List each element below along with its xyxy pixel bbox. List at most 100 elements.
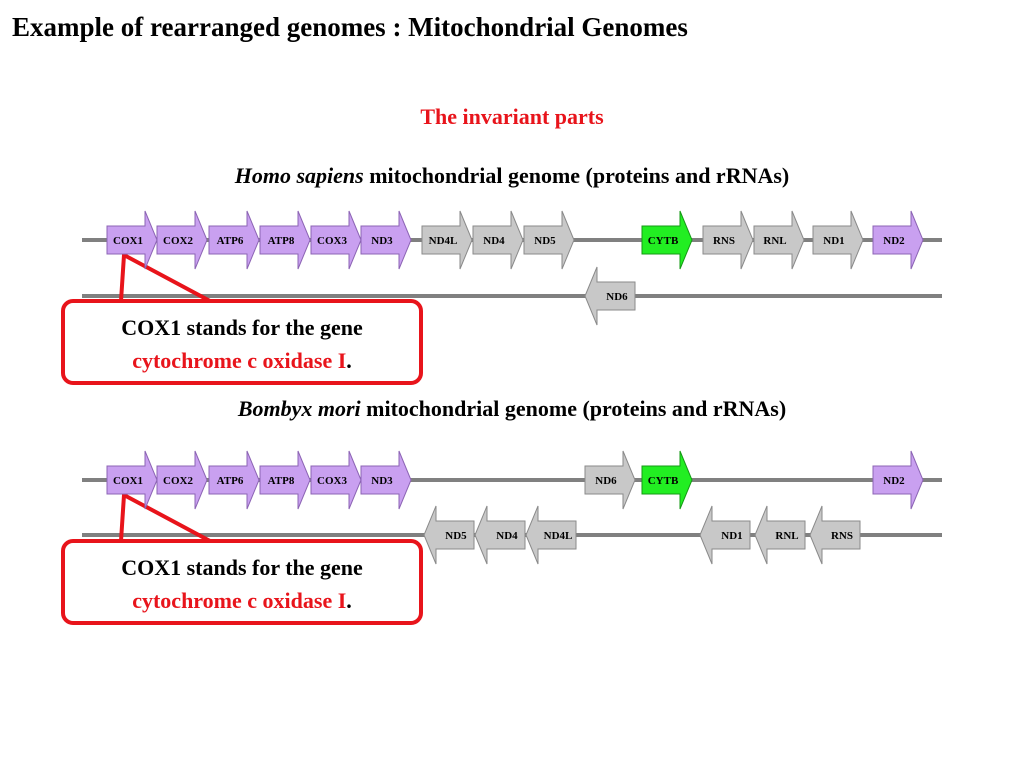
gene-arrow-shape [474,505,526,565]
gene-label: COX2 [163,235,193,247]
gene-label: ND1 [823,235,844,247]
gene-nd2: ND2 [872,450,924,510]
gene-cox2: COX2 [156,210,208,270]
gene-cox3: COX3 [310,210,362,270]
species-name: Bombyx mori [237,396,361,421]
gene-arrow-shape [310,450,362,510]
gene-label: ND5 [534,235,556,247]
gene-atp8: ATP8 [259,450,311,510]
gene-atp6: ATP6 [208,450,260,510]
gene-arrow-shape [208,210,260,270]
gene-label: ND6 [595,475,617,487]
genome-title-homo-sapiens: Homo sapiens mitochondrial genome (prote… [0,163,1024,189]
gene-arrow-shape [156,450,208,510]
genome-title-bombyx-mori: Bombyx mori mitochondrial genome (protei… [0,396,1024,422]
gene-arrow-shape [259,210,311,270]
gene-nd1: ND1 [699,505,751,565]
subtitle: The invariant parts [420,104,604,129]
gene-arrow-shape [360,210,412,270]
gene-label: ND2 [883,475,905,487]
callout-text: COX1 stands for the gene [121,555,363,580]
gene-label: ND6 [606,291,628,303]
gene-cox3: COX3 [310,450,362,510]
gene-label: ND4L [544,530,573,542]
gene-rns: RNS [702,210,754,270]
gene-rnl: RNL [754,505,806,565]
gene-arrow-shape [754,505,806,565]
gene-atp8: ATP8 [259,210,311,270]
gene-nd3: ND3 [360,450,412,510]
gene-label: ATP6 [217,475,244,487]
slide-title: Example of rearranged genomes : Mitochon… [12,12,688,42]
gene-arrow-shape [584,450,636,510]
gene-nd1: ND1 [812,210,864,270]
callout-pointer-homo [119,251,211,303]
callout-cox1-bombyx: COX1 stands for the gene cytochrome c ox… [61,539,423,625]
gene-arrow-shape [423,505,475,565]
gene-arrow-shape [421,210,473,270]
gene-nd4l: ND4L [421,210,473,270]
gene-label: COX3 [317,235,347,247]
gene-label: RNS [713,235,735,247]
gene-atp6: ATP6 [208,210,260,270]
gene-label: ND4 [496,530,518,542]
gene-label: ND4L [429,235,458,247]
gene-arrow-shape [753,210,805,270]
gene-label: CYTB [648,475,679,487]
gene-nd4l: ND4L [525,505,577,565]
gene-arrow-shape [208,450,260,510]
gene-label: ND1 [721,530,742,542]
gene-arrow-shape [584,266,636,326]
gene-label: COX2 [163,475,193,487]
gene-cox1: COX1 [106,450,158,510]
gene-arrow-shape [872,210,924,270]
gene-arrow-shape [641,210,693,270]
gene-label: COX3 [317,475,347,487]
callout-cox1-homo: COX1 stands for the gene cytochrome c ox… [61,299,423,385]
gene-nd6: ND6 [584,266,636,326]
gene-nd5: ND5 [423,505,475,565]
gene-arrow-shape [472,210,524,270]
gene-arrow-shape [156,210,208,270]
gene-label: ND5 [445,530,467,542]
species-name: Homo sapiens [234,163,364,188]
genome-description: mitochondrial genome (proteins and rRNAs… [366,396,787,421]
callout-period: . [346,588,352,613]
gene-label: COX1 [113,475,143,487]
callout-definition: cytochrome c oxidase I. [65,344,419,377]
gene-label: ND2 [883,235,905,247]
gene-full-name: cytochrome c oxidase I [132,348,347,373]
gene-nd4: ND4 [474,505,526,565]
gene-arrow-shape [106,210,158,270]
callout-period: . [346,348,352,373]
gene-nd4: ND4 [472,210,524,270]
callout-text: COX1 stands for the gene [121,315,363,340]
callout-pointers [119,251,211,543]
genome-description: mitochondrial genome (proteins and rRNAs… [369,163,790,188]
gene-cytb: CYTB [641,210,693,270]
gene-label: ATP6 [217,235,244,247]
gene-arrow-shape [812,210,864,270]
gene-arrow-shape [699,505,751,565]
gene-label: ND3 [371,475,393,487]
callout-pointer-bombyx [119,491,211,543]
gene-nd2: ND2 [872,210,924,270]
gene-arrow-shape [809,505,861,565]
gene-arrow-shape [872,450,924,510]
gene-arrow-shape [525,505,577,565]
gene-rnl: RNL [753,210,805,270]
gene-label: RNL [775,530,798,542]
gene-label: RNS [831,530,853,542]
gene-label: ND4 [483,235,505,247]
gene-cytb: CYTB [641,450,693,510]
gene-label: COX1 [113,235,143,247]
callout-definition: cytochrome c oxidase I. [65,584,419,617]
gene-arrow-shape [360,450,412,510]
gene-arrow-shape [259,450,311,510]
gene-full-name: cytochrome c oxidase I [132,588,347,613]
gene-label: ND3 [371,235,393,247]
gene-arrow-shape [310,210,362,270]
gene-nd5: ND5 [523,210,575,270]
